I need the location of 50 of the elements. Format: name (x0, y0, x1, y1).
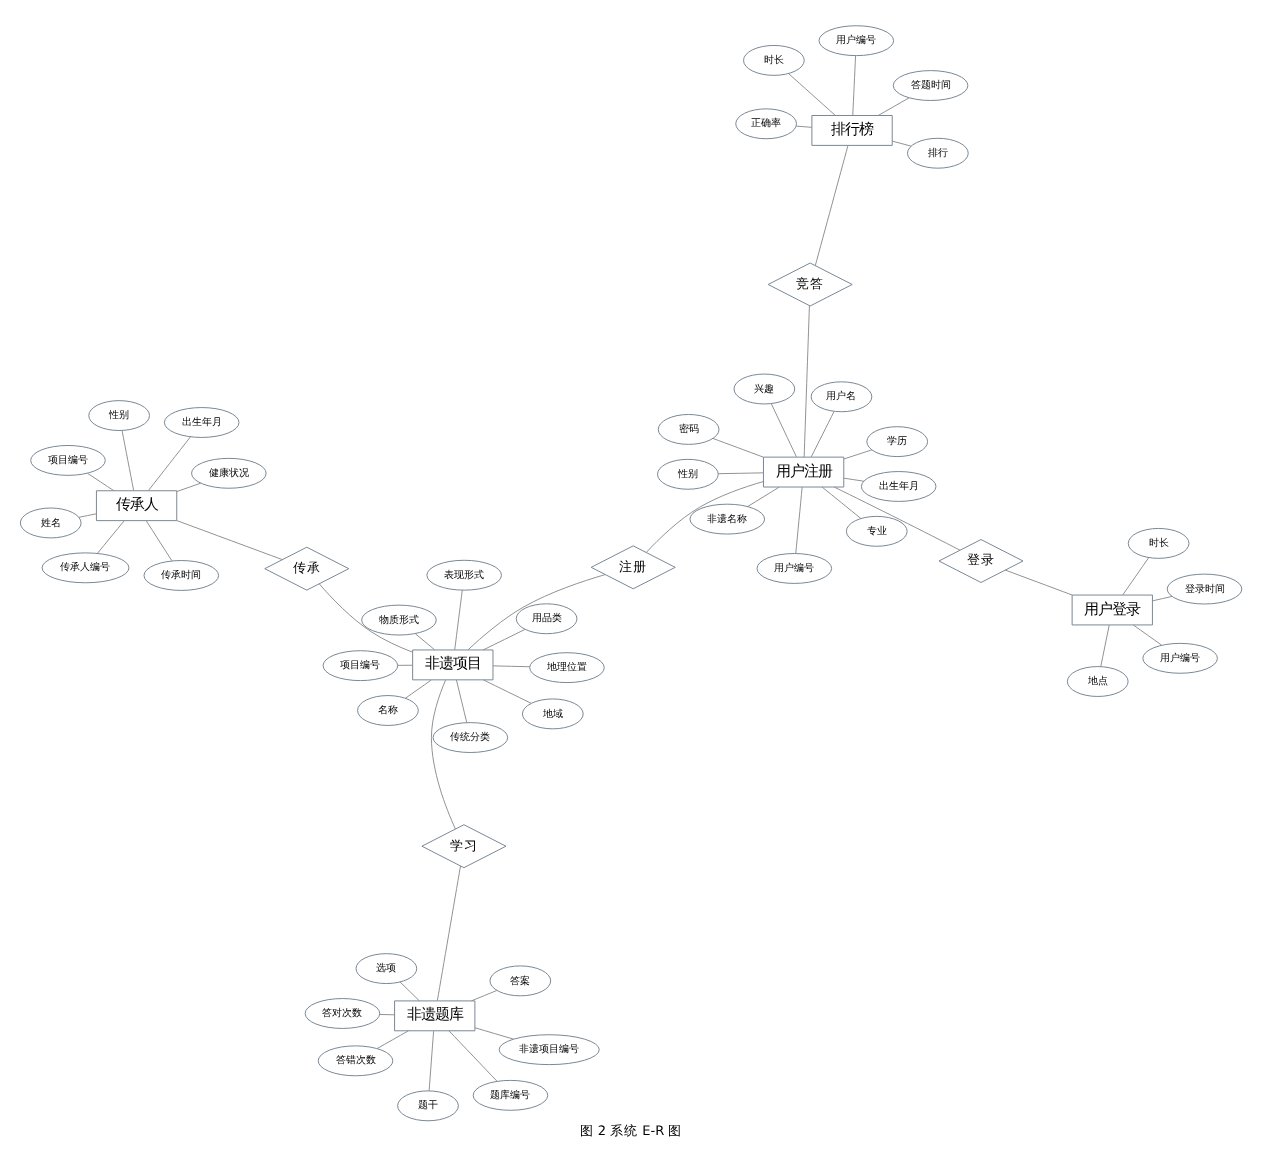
connector (471, 988, 498, 1001)
connector (1100, 623, 1110, 667)
connector (428, 1029, 435, 1091)
connector (482, 627, 526, 650)
connector (467, 573, 606, 650)
connector (474, 1026, 514, 1039)
connector (833, 485, 961, 550)
connector (795, 485, 803, 553)
connector (1004, 568, 1073, 595)
connector (770, 402, 797, 457)
connector (78, 512, 97, 517)
connector (176, 481, 202, 492)
connector (1122, 556, 1150, 595)
connector (456, 678, 468, 722)
connector (399, 980, 420, 1001)
connector (397, 663, 413, 665)
connector (747, 485, 780, 506)
connector (810, 410, 835, 457)
connector (843, 448, 873, 459)
connector (96, 519, 125, 553)
connector (318, 582, 413, 652)
connector (852, 54, 857, 115)
connector (843, 476, 865, 481)
connector (821, 485, 862, 518)
connector (795, 124, 813, 127)
connector (788, 72, 836, 115)
connector (803, 304, 810, 457)
connector (121, 429, 135, 490)
connector (87, 472, 115, 491)
connector (145, 519, 173, 561)
connector (1132, 623, 1163, 645)
connector (814, 144, 849, 266)
connector (454, 588, 463, 650)
connector (148, 435, 191, 490)
connector (482, 678, 532, 703)
connector (430, 678, 456, 829)
connector (1152, 595, 1173, 601)
connector (877, 96, 910, 115)
connector (645, 480, 764, 552)
connector (892, 139, 912, 146)
connector (717, 471, 764, 474)
connector (436, 864, 461, 1001)
connector (404, 678, 432, 698)
connector (379, 1012, 395, 1015)
connector (448, 1029, 498, 1081)
connector (414, 632, 436, 650)
connector (176, 519, 283, 560)
connector (712, 436, 764, 457)
connector (376, 1029, 409, 1049)
connector (492, 664, 531, 667)
